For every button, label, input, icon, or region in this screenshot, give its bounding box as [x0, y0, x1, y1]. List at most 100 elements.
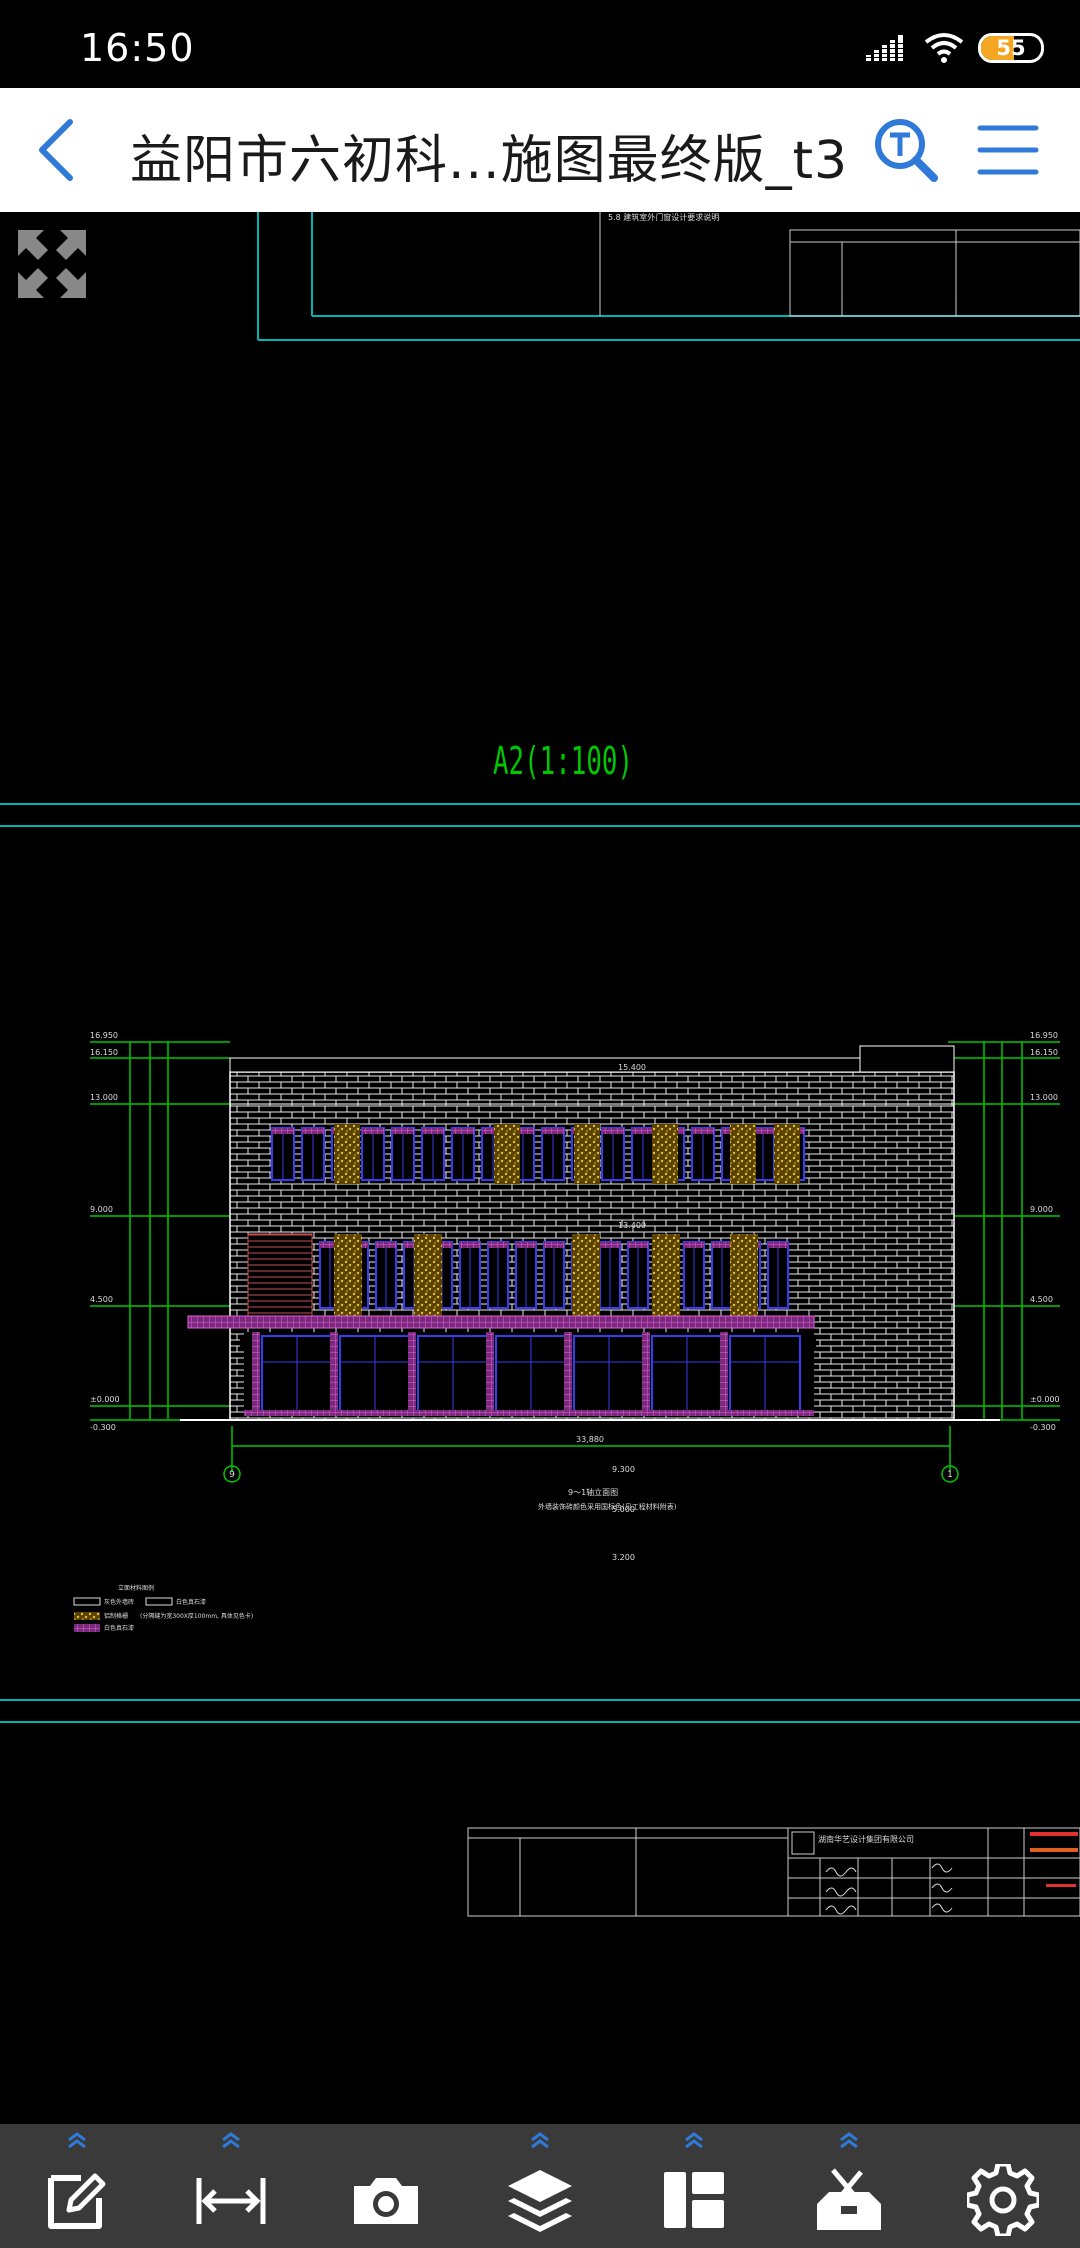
legend-item: 白色真石漆	[176, 1598, 206, 1606]
title-block	[467, 1827, 1080, 1917]
aluminum-grille-panel	[494, 1124, 520, 1184]
window-head	[362, 1128, 384, 1134]
battery-indicator: 55	[978, 33, 1044, 63]
legend-title: 立面材料图例	[118, 1584, 154, 1592]
elevation-label: -0.300	[90, 1423, 116, 1432]
louver-panel	[247, 1233, 313, 1317]
elevation-label: 9.000	[90, 1205, 113, 1214]
window-head	[684, 1242, 704, 1248]
level-mark: 9.300	[612, 1465, 635, 1474]
elevation-details	[180, 1124, 1000, 1421]
snapshot-tool-button[interactable]	[309, 2124, 463, 2248]
aluminum-grille-panel	[652, 1234, 680, 1316]
cad-drawing-canvas[interactable]: 5.8 建筑室外门窗设计要求说明 A2(1:100) 16.950 16.150	[0, 212, 1080, 2124]
title-block-company: 湖南华艺设计集团有限公司	[818, 1834, 914, 1844]
window-head	[768, 1242, 788, 1248]
window-head	[392, 1128, 414, 1134]
window-head	[512, 1128, 534, 1134]
sheet-separators	[0, 803, 1080, 1723]
material-legend: 立面材料图例 灰色外墙砖 白色真石漆 铝制格栅 (分隔缝为宽300X厚100mm…	[73, 1584, 253, 1632]
level-marks: 15.400 13.400 9.300 5.000 3.200	[612, 1063, 646, 1562]
legend-item: 白色真石漆	[104, 1624, 134, 1632]
canopy-slab	[187, 1315, 815, 1329]
elevation-label: 16.150	[1030, 1048, 1058, 1057]
elevation-label: 4.500	[90, 1295, 113, 1304]
elevation-label: ±0.000	[90, 1395, 120, 1404]
wifi-icon	[924, 33, 964, 63]
hamburger-menu-icon	[977, 125, 1039, 175]
layers-icon	[507, 2170, 572, 2232]
document-title: 益阳市六初科...施图最终版_t3	[130, 131, 849, 191]
chevron-up-icon	[531, 2132, 549, 2149]
storefront-pier	[330, 1332, 338, 1416]
battery-fill	[981, 36, 1014, 60]
title-block-red-notes	[1030, 1832, 1078, 1887]
axis-label-left: 9	[229, 1470, 235, 1480]
text-search-icon	[875, 119, 938, 182]
cad-drawing: 5.8 建筑室外门窗设计要求说明 A2(1:100) 16.950 16.150	[0, 212, 1080, 1917]
elevation-label: 16.950	[1030, 1031, 1058, 1040]
elevation-label: 16.150	[90, 1048, 118, 1057]
legend-item: (分隔缝为宽300X厚100mm, 具体见色卡)	[140, 1612, 253, 1620]
elevation-label: 13.000	[1030, 1093, 1058, 1102]
window-head	[692, 1128, 714, 1134]
chevron-left-icon	[39, 119, 73, 181]
aluminum-grille-panel	[414, 1234, 442, 1316]
status-bar: 16:50 55	[0, 0, 1080, 88]
legend-item: 灰色外墙砖	[104, 1598, 134, 1606]
axis-label-right: 1	[947, 1470, 953, 1480]
camera-icon	[353, 2178, 418, 2224]
window-head	[320, 1242, 340, 1248]
text-search-button[interactable]	[872, 116, 940, 184]
storefront-sill	[244, 1410, 814, 1416]
toolbox-icon	[816, 2168, 881, 2230]
storefront-pier	[642, 1332, 650, 1416]
settings-tool-button[interactable]	[926, 2124, 1080, 2248]
annotate-tool-button[interactable]	[0, 2124, 154, 2248]
window-head	[542, 1128, 564, 1134]
window-head	[632, 1128, 654, 1134]
menu-button[interactable]	[976, 120, 1040, 180]
storefront-pier	[564, 1332, 572, 1416]
elevation-label: -0.300	[1030, 1423, 1056, 1432]
window-head	[602, 1128, 624, 1134]
window-head	[302, 1128, 324, 1134]
aluminum-grille-panel	[652, 1124, 678, 1184]
aluminum-grille-panel	[572, 1234, 600, 1316]
cellular-signal-icon	[866, 35, 903, 61]
window-head	[452, 1128, 474, 1134]
chevron-up-icon	[68, 2132, 87, 2149]
toolbox-tool-button[interactable]	[771, 2124, 925, 2248]
storefront-pier	[408, 1332, 416, 1416]
window-head	[488, 1242, 508, 1248]
level-mark: 3.200	[612, 1553, 635, 1562]
upper-sheet-note: 5.8 建筑室外门窗设计要求说明	[608, 212, 719, 222]
overall-dimension	[223, 1426, 959, 1483]
level-mark: 5.000	[612, 1505, 635, 1514]
elevation-note: 外墙装饰砖颜色采用国标色(见工程材料附表)	[538, 1502, 677, 1511]
fullscreen-button[interactable]	[12, 224, 92, 304]
right-elevation-labels: 16.950 16.150 13.000 9.000 4.500 ±0.000 …	[1030, 1031, 1060, 1432]
elevation-label: 4.500	[1030, 1295, 1053, 1304]
app-header: 益阳市六初科...施图最终版_t3	[0, 88, 1080, 212]
layers-tool-button[interactable]	[463, 2124, 617, 2248]
status-icons: 55	[866, 28, 1044, 68]
sheet-scale-label: A2(1:100)	[493, 739, 633, 783]
measure-tool-button[interactable]	[154, 2124, 308, 2248]
right-dimension-chain	[948, 1041, 1060, 1421]
chevron-up-icon	[222, 2132, 241, 2149]
window-head	[628, 1242, 648, 1248]
back-button[interactable]	[28, 114, 88, 186]
window-head	[516, 1242, 536, 1248]
aluminum-grille-panel	[774, 1124, 800, 1184]
window-head	[544, 1242, 564, 1248]
level-mark: 13.400	[618, 1221, 646, 1230]
measure-distance-icon	[196, 2178, 266, 2224]
elevation-label: 13.000	[90, 1093, 118, 1102]
layout-tool-button[interactable]	[617, 2124, 771, 2248]
window-head	[600, 1242, 620, 1248]
chevron-up-icon	[839, 2132, 858, 2149]
aluminum-grille-panel	[574, 1124, 600, 1184]
upper-sheet-frame	[257, 212, 1080, 341]
battery-level-text: 55	[996, 36, 1026, 60]
